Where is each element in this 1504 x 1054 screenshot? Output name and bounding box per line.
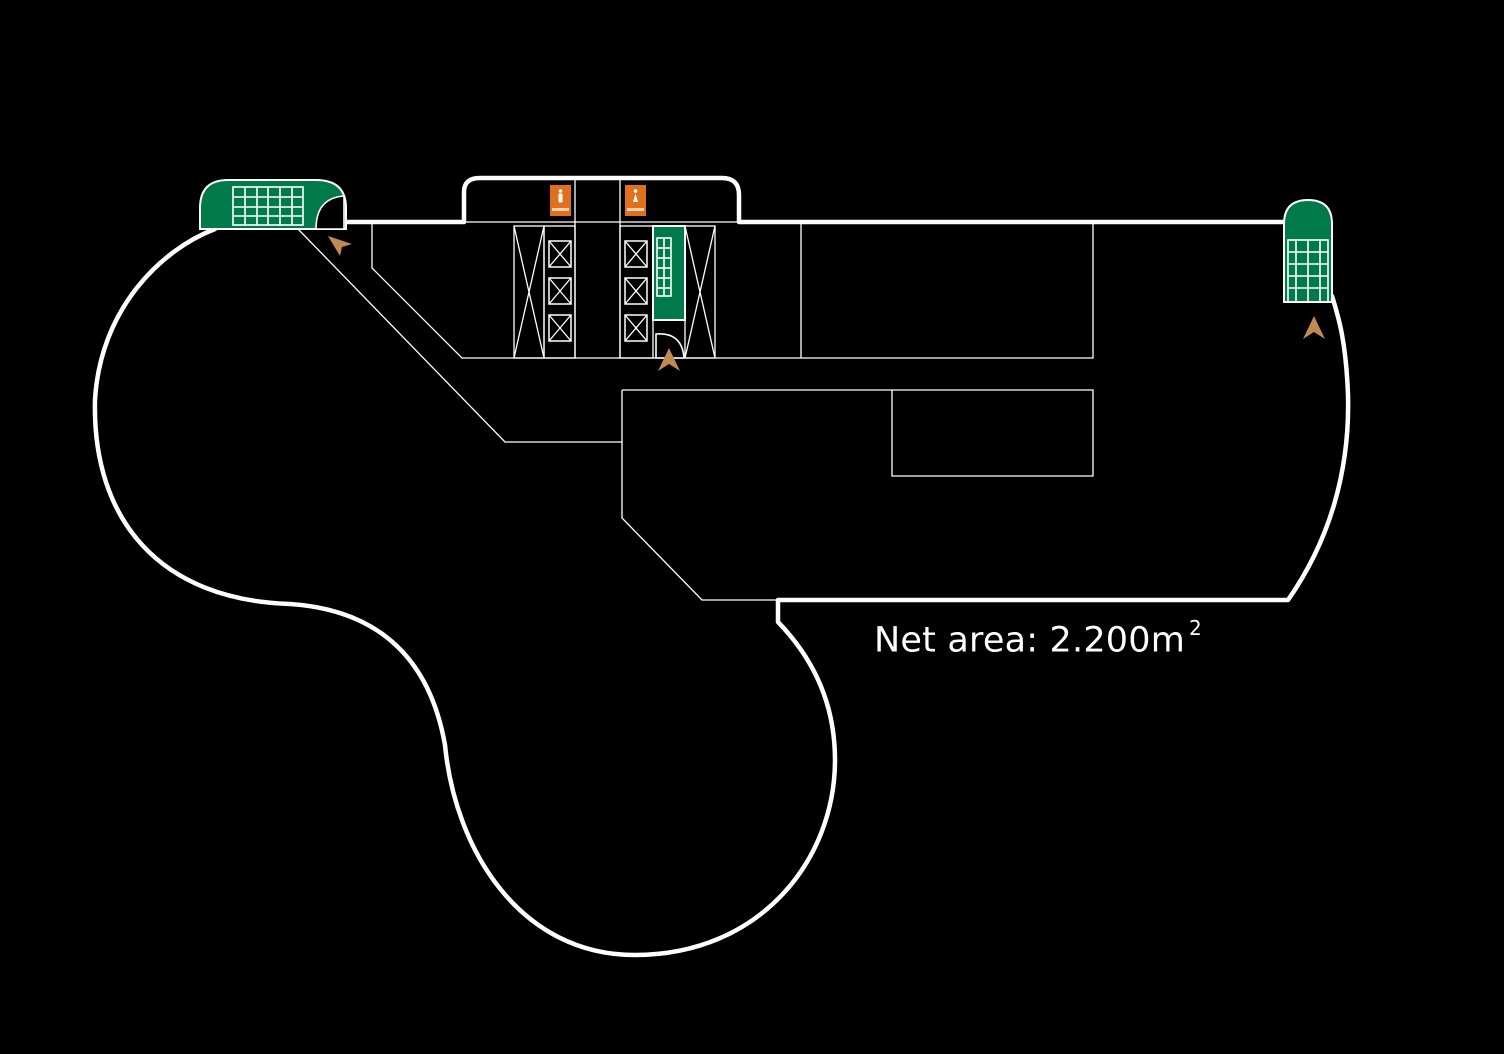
arrow-marker xyxy=(328,236,352,256)
core-rooms xyxy=(464,178,739,359)
person-icon xyxy=(558,189,563,203)
middle-stairwell xyxy=(652,225,686,321)
arrow-marker xyxy=(1303,316,1325,339)
arrow-marker xyxy=(658,348,680,371)
middle-stair-grid xyxy=(656,237,672,297)
right-stair-grid xyxy=(1287,239,1329,303)
building-outline xyxy=(92,226,1351,958)
toilet-sign-men xyxy=(550,185,571,216)
interior-partitions xyxy=(297,222,1094,601)
building-top-edge xyxy=(343,175,1291,225)
net-area-value: Net area: 2.200m xyxy=(874,620,1186,661)
left-stair-grid xyxy=(232,186,304,226)
entrance-arrows xyxy=(328,236,1325,371)
net-area-superscript: 2 xyxy=(1189,616,1202,640)
left-stair-door xyxy=(315,195,345,230)
person-icon xyxy=(633,189,638,202)
toilet-sign-women xyxy=(625,185,646,216)
